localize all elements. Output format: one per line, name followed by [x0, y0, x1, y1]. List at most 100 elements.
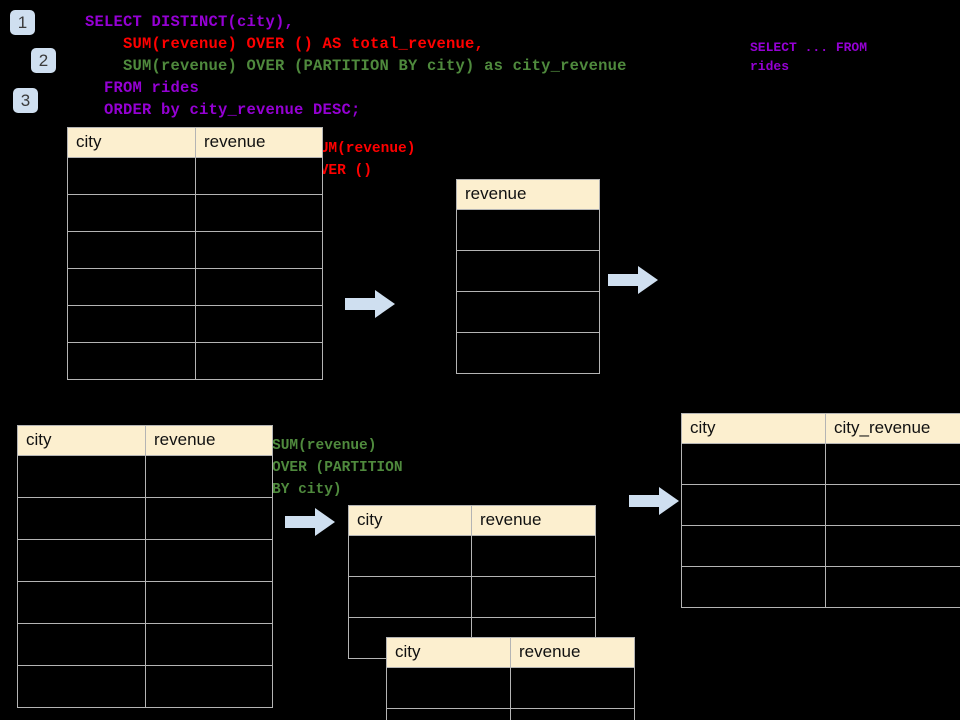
cell-revenue [471, 535, 596, 577]
table-header-row: city revenue [67, 127, 323, 158]
cell-revenue [145, 581, 273, 624]
annotation-sum-over-partition: SUM(revenue) OVER (PARTITION BY city) [272, 438, 403, 498]
table-row [67, 194, 323, 232]
arrow-total-to-result-icon [608, 266, 658, 294]
sql-line-select-distinct: SELECT DISTINCT(city), [85, 13, 295, 31]
table-row [67, 268, 323, 306]
cell-revenue [195, 157, 323, 195]
cell-city [67, 305, 196, 343]
cell-city [67, 231, 196, 269]
cell-revenue [145, 623, 273, 666]
table-row [67, 157, 323, 195]
sql-line-order-by: ORDER by city_revenue DESC; [85, 101, 361, 119]
cell-city [386, 667, 511, 709]
table-row [681, 566, 960, 608]
table-row [386, 708, 635, 720]
cell-city [681, 566, 826, 608]
column-header-revenue: revenue [471, 505, 596, 536]
cell-revenue [195, 194, 323, 232]
table-source-bottom: city revenue [17, 425, 273, 708]
table-row [681, 525, 960, 567]
arrow-source-to-total-icon [345, 290, 395, 318]
table-row [17, 455, 273, 498]
cell-city [17, 455, 146, 498]
table-row [67, 342, 323, 380]
cell-city [348, 535, 472, 577]
cell-city [17, 623, 146, 666]
table-row [456, 250, 600, 292]
table-header-row: city revenue [17, 425, 273, 456]
table-row [348, 535, 596, 577]
cell-city [17, 497, 146, 540]
step-badge-2: 2 [31, 48, 56, 73]
table-row [386, 667, 635, 709]
table-row [456, 332, 600, 374]
cell-city-revenue [825, 484, 960, 526]
arrow-partition-to-result-icon [629, 487, 679, 515]
table-header-row: city city_revenue [681, 413, 960, 444]
cell-revenue [456, 209, 600, 251]
table-header-row: revenue [456, 179, 600, 210]
cell-revenue [456, 332, 600, 374]
table-row [681, 484, 960, 526]
sql-line-city-revenue: SUM(revenue) OVER (PARTITION BY city) as… [85, 57, 627, 75]
table-row [17, 623, 273, 666]
sql-line-total-revenue: SUM(revenue) OVER () AS total_revenue, [85, 35, 485, 53]
cell-city [681, 525, 826, 567]
cell-city [67, 342, 196, 380]
table-row [681, 443, 960, 485]
cell-revenue [195, 268, 323, 306]
step-badge-3: 3 [13, 88, 38, 113]
table-row [67, 231, 323, 269]
table-row [17, 539, 273, 582]
cell-city [67, 268, 196, 306]
cell-revenue [195, 342, 323, 380]
cell-revenue [145, 665, 273, 708]
table-row [17, 665, 273, 708]
table-header-row: city revenue [348, 505, 596, 536]
step-badge-1: 1 [10, 10, 35, 35]
table-row [456, 209, 600, 251]
cell-city [681, 484, 826, 526]
cell-city [67, 194, 196, 232]
table-result: city city_revenue [681, 413, 960, 608]
column-header-city-revenue: city_revenue [825, 413, 960, 444]
table-row [17, 581, 273, 624]
table-row [17, 497, 273, 540]
table-partition-b: city revenue [386, 637, 635, 720]
column-header-city: city [348, 505, 472, 536]
cell-revenue [145, 455, 273, 498]
table-row [456, 291, 600, 333]
table-partition-a: city revenue [348, 505, 596, 659]
sidenote-select-from-rides: SELECT ... FROM rides [750, 40, 868, 74]
cell-revenue [510, 667, 635, 709]
cell-city [17, 665, 146, 708]
cell-city [681, 443, 826, 485]
sql-line-from: FROM rides [85, 79, 200, 97]
column-header-city: city [67, 127, 196, 158]
cell-city [348, 576, 472, 618]
column-header-revenue: revenue [195, 127, 323, 158]
cell-city [386, 708, 511, 720]
column-header-city: city [681, 413, 826, 444]
column-header-revenue: revenue [510, 637, 635, 668]
cell-revenue [145, 539, 273, 582]
column-header-city: city [17, 425, 146, 456]
cell-city [17, 581, 146, 624]
table-row [348, 576, 596, 618]
cell-city-revenue [825, 566, 960, 608]
table-header-row: city revenue [386, 637, 635, 668]
table-source-top: city revenue [67, 127, 323, 380]
cell-revenue [195, 231, 323, 269]
cell-city-revenue [825, 525, 960, 567]
cell-city-revenue [825, 443, 960, 485]
arrow-source-to-partition-icon [285, 508, 335, 536]
cell-revenue [456, 291, 600, 333]
cell-city [17, 539, 146, 582]
column-header-revenue: revenue [145, 425, 273, 456]
cell-revenue [456, 250, 600, 292]
table-row [67, 305, 323, 343]
cell-revenue [145, 497, 273, 540]
cell-revenue [510, 708, 635, 720]
